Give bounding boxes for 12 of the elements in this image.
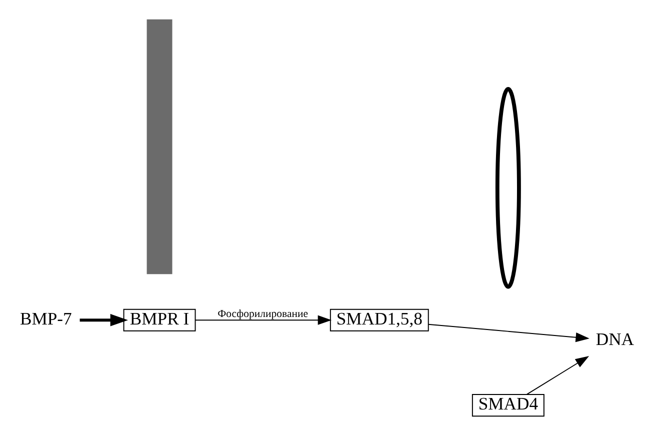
node-text: DNA (596, 328, 634, 348)
edge-label: Фосфорилирование (218, 307, 308, 320)
node-box: SMAD1,5,8 (330, 308, 429, 331)
arrow (428, 323, 590, 342)
node-box: SMAD4 (472, 394, 544, 416)
node-box: BMPR I (123, 308, 196, 331)
node-arc (495, 86, 521, 288)
arrow (195, 314, 332, 324)
node-bar (146, 18, 172, 274)
arrow (80, 313, 128, 326)
arrow (526, 356, 590, 394)
node-text: BMP-7 (20, 308, 72, 328)
